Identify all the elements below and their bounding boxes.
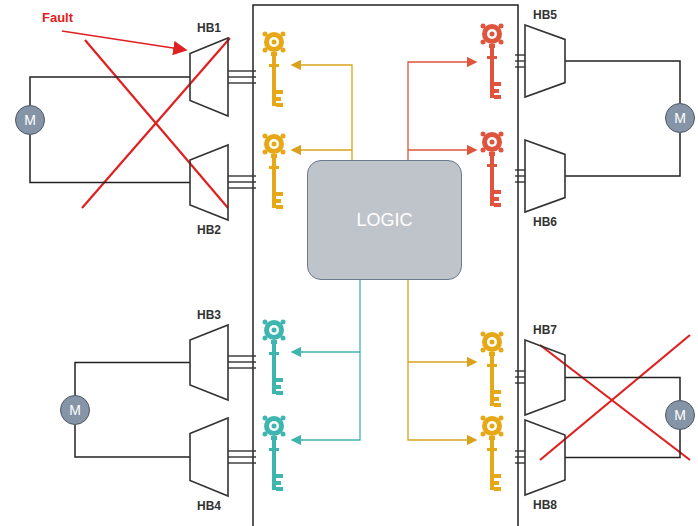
motor-label: M (674, 407, 686, 423)
bridge-label: HB3 (197, 308, 221, 322)
logic-label: LOGIC (356, 210, 412, 231)
half-bridge: HB1 (190, 38, 228, 116)
half-bridge: HB2 (190, 145, 228, 220)
fault-label: Fault (42, 10, 73, 25)
half-bridge: HB4 (190, 418, 228, 496)
motor-symbol: M (60, 395, 90, 425)
motor-wire (75, 363, 190, 396)
half-bridge-outline (525, 420, 565, 495)
bridge-label: HB6 (533, 215, 557, 229)
motor-wire (565, 378, 680, 401)
half-bridge-outline (525, 340, 565, 415)
bridge-label: HB4 (197, 499, 221, 513)
half-bridge-outline (190, 38, 228, 116)
motor-wire (75, 425, 190, 457)
motor-wire (30, 77, 190, 105)
bridge-label: HB5 (533, 8, 557, 22)
half-bridge-outline (190, 418, 228, 496)
motor-label: M (69, 402, 81, 418)
motor-symbol: M (665, 103, 695, 133)
motor-wire (565, 61, 680, 103)
motor-wire (565, 430, 680, 458)
motor-label: M (674, 110, 686, 126)
half-bridge-outline (190, 145, 228, 220)
half-bridge: HB5 (525, 25, 565, 97)
motor-symbol: M (665, 400, 695, 430)
motor-wire (565, 133, 680, 176)
bridge-label: HB2 (197, 223, 221, 237)
bridge-label: HB1 (197, 21, 221, 35)
motor-symbol: M (15, 105, 45, 135)
bridge-label: HB8 (533, 498, 557, 512)
half-bridge: HB6 (525, 140, 565, 212)
half-bridge-outline (190, 325, 228, 400)
logic-block: LOGIC (307, 160, 462, 280)
half-bridge-outline (525, 25, 565, 97)
motor-wire (30, 135, 190, 183)
motor-label: M (24, 112, 36, 128)
half-bridge: HB8 (525, 420, 565, 495)
half-bridge: HB7 (525, 340, 565, 415)
half-bridge-outline (525, 140, 565, 212)
bridge-label: HB7 (533, 323, 557, 337)
half-bridge: HB3 (190, 325, 228, 400)
